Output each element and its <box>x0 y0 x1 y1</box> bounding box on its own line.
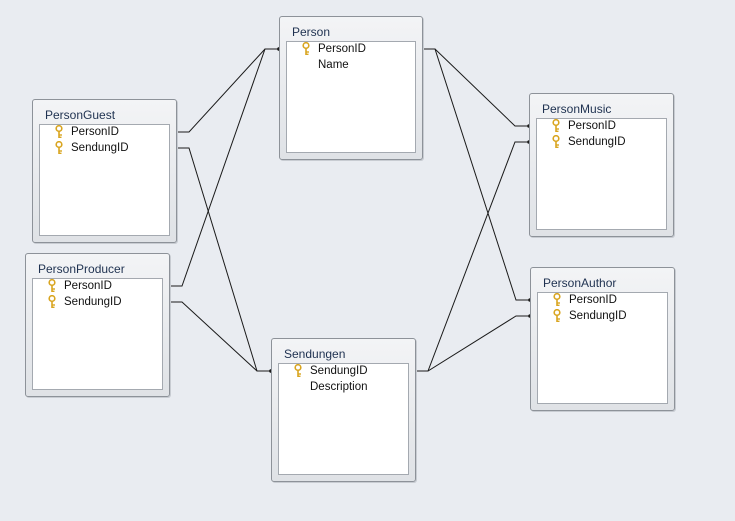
primary-key-icon <box>553 309 561 323</box>
table-title: Person <box>292 25 331 39</box>
primary-key-icon <box>55 141 63 155</box>
primary-key-icon <box>552 119 560 133</box>
relationship-line[interactable] <box>421 48 529 127</box>
relationship-line[interactable] <box>414 141 529 372</box>
field-row[interactable]: Description <box>279 380 408 396</box>
primary-key-icon <box>553 293 561 307</box>
field-list[interactable]: PersonID SendungID <box>536 118 667 230</box>
primary-key-icon <box>302 42 310 56</box>
field-row[interactable]: PersonID <box>538 293 667 309</box>
field-name: SendungID <box>310 365 368 377</box>
field-row[interactable]: SendungID <box>537 135 666 151</box>
field-list[interactable]: PersonID SendungID <box>32 278 163 390</box>
field-list[interactable]: PersonID SendungID <box>537 292 668 404</box>
field-name: PersonID <box>569 294 617 306</box>
field-row[interactable]: PersonID <box>537 119 666 135</box>
field-row[interactable]: PersonID <box>33 279 162 295</box>
table-title: PersonProducer <box>38 262 125 276</box>
primary-key-icon <box>48 295 56 309</box>
field-row[interactable]: SendungID <box>279 364 408 380</box>
field-row[interactable]: PersonID <box>40 125 169 141</box>
field-name: PersonID <box>64 280 112 292</box>
field-row[interactable]: SendungID <box>33 295 162 311</box>
field-row[interactable]: Name <box>287 58 415 74</box>
primary-key-icon <box>55 125 63 139</box>
field-list[interactable]: PersonID Name <box>286 41 416 153</box>
field-name: Name <box>318 59 349 71</box>
field-name: SendungID <box>568 136 626 148</box>
relationship-line[interactable] <box>175 48 279 133</box>
relationship-line[interactable] <box>414 315 530 372</box>
primary-key-icon <box>48 279 56 293</box>
field-list[interactable]: PersonID SendungID <box>39 124 170 236</box>
field-name: PersonID <box>71 126 119 138</box>
primary-key-icon <box>552 135 560 149</box>
table-title: PersonMusic <box>542 102 612 116</box>
field-name: SendungID <box>71 142 129 154</box>
field-row[interactable]: SendungID <box>538 309 667 325</box>
field-name: SendungID <box>64 296 122 308</box>
relationship-line[interactable] <box>175 147 271 372</box>
field-name: PersonID <box>318 43 366 55</box>
table-title: PersonAuthor <box>543 276 617 290</box>
field-row[interactable]: PersonID <box>287 42 415 58</box>
table-title: PersonGuest <box>45 108 116 122</box>
relationship-line[interactable] <box>168 48 279 287</box>
table-title: Sendungen <box>284 347 346 361</box>
primary-key-icon <box>294 364 302 378</box>
relationship-line[interactable] <box>168 301 271 372</box>
field-row[interactable]: SendungID <box>40 141 169 157</box>
relationship-line[interactable] <box>421 48 530 301</box>
field-name: SendungID <box>569 310 627 322</box>
field-name: PersonID <box>568 120 616 132</box>
field-name: Description <box>310 381 368 393</box>
field-list[interactable]: SendungID Description <box>278 363 409 475</box>
